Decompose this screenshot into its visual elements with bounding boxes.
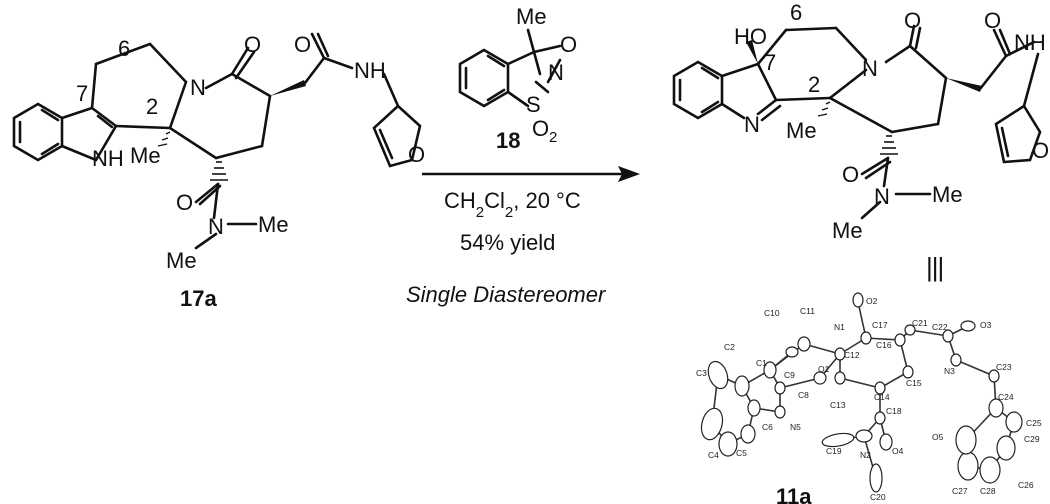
reaction-arrow <box>422 166 640 182</box>
ortep-label: C27 <box>952 486 968 496</box>
ortep-label: C28 <box>980 486 996 496</box>
reactant-atom-n-dimethyl: N <box>208 214 224 239</box>
reactant-structure: N O O NH O NH Me O N Me Me 6 7 2 17a <box>12 32 425 311</box>
ortep-label: C15 <box>906 378 922 388</box>
product-compound-label: 11a <box>776 484 812 504</box>
product-structure: HO N O O NH O N Me O N Me Me 6 7 2 ||| <box>672 0 1049 282</box>
reactant-atom-nh-indole-n: NH <box>92 146 124 171</box>
ortep-label: O4 <box>892 446 904 456</box>
ortep-label: C11 <box>800 306 815 316</box>
product-atom-o-lactam: O <box>904 8 921 33</box>
reactant-atom-o-lactam: O <box>244 32 261 57</box>
ortep-label: C21 <box>912 318 928 328</box>
reactant-num-7: 7 <box>76 81 88 106</box>
product-atom-me-quat: Me <box>786 118 817 143</box>
reagent-atom-n: N <box>548 60 564 85</box>
reagent-structure: Me O N S O 2 18 <box>458 4 577 153</box>
product-num-6: 6 <box>790 0 802 25</box>
ortep-label: O1 <box>818 364 830 374</box>
ortep-label: C16 <box>876 340 892 350</box>
ortep-label: O5 <box>932 432 944 442</box>
product-atom-me-a: Me <box>832 218 863 243</box>
condition-solvent: CH2Cl2, 20 °C <box>444 188 581 221</box>
ortep-label: N3 <box>944 366 955 376</box>
ortep-label: C3 <box>696 368 707 378</box>
ortep-label: C9 <box>784 370 795 380</box>
reactant-atom-me-b: Me <box>258 212 289 237</box>
product-num-2: 2 <box>808 72 820 97</box>
reagent-compound-label: 18 <box>496 128 520 153</box>
product-atom-o-furan: O <box>1032 138 1049 163</box>
ortep-label: C4 <box>708 450 719 460</box>
reagent-atom-s: S <box>526 92 541 117</box>
product-atom-o-carbonyl: O <box>842 162 859 187</box>
reagent-atom-o2: O <box>532 116 549 141</box>
reactant-atom-o-amide: O <box>294 32 311 57</box>
reactant-atom-n: N <box>190 75 206 100</box>
ortep-label: O3 <box>980 320 992 330</box>
ortep-label: C25 <box>1026 418 1042 428</box>
ortep-label: C24 <box>998 392 1014 402</box>
ortep-label: C17 <box>872 320 888 330</box>
ortep-label: N5 <box>790 422 801 432</box>
ortep-label: C12 <box>844 350 860 360</box>
ortep-label: C8 <box>798 390 809 400</box>
condition-yield: 54% yield <box>460 230 555 255</box>
product-atom-n-dimethyl: N <box>874 184 890 209</box>
reactant-compound-label: 17a <box>180 286 217 311</box>
reactant-num-2: 2 <box>146 94 158 119</box>
ortep-label: C10 <box>764 308 780 318</box>
ortep-label: C6 <box>762 422 773 432</box>
product-atom-n-imine: N <box>744 112 760 137</box>
ortep-label: C20 <box>870 492 886 502</box>
ortep-labels: O2 C10 C11 N1 C17 C21 C22 O3 C2 C1 C9 O1… <box>696 296 1042 502</box>
reagent-atom-o2-sub: 2 <box>549 129 557 146</box>
reactant-atom-me-quat: Me <box>130 143 161 168</box>
product-atom-ho: HO <box>734 24 767 49</box>
ortep-label: C26 <box>1018 480 1034 490</box>
crystal-structure-ortep: O2 C10 C11 N1 C17 C21 C22 O3 C2 C1 C9 O1… <box>696 292 1042 502</box>
ortep-label: C19 <box>826 446 842 456</box>
product-num-7: 7 <box>764 50 776 75</box>
reagent-atom-o: O <box>560 32 577 57</box>
reactant-atom-o-furan: O <box>408 142 425 167</box>
ortep-label: C2 <box>724 342 735 352</box>
reactant-atom-me-a: Me <box>166 248 197 273</box>
ortep-label: C18 <box>886 406 902 416</box>
ortep-label: N2 <box>860 450 871 460</box>
equivalence-symbol: ||| <box>926 252 943 282</box>
ortep-ellipsoids <box>700 292 1023 493</box>
reactant-atom-o-carbonyl: O <box>176 190 193 215</box>
ortep-label: C23 <box>996 362 1012 372</box>
product-atom-o-amide: O <box>984 8 1001 33</box>
ortep-label: C14 <box>874 392 890 402</box>
ortep-label: C1 <box>756 358 767 368</box>
reactant-atom-nh-amide: NH <box>354 58 386 83</box>
condition-selectivity: Single Diastereomer <box>406 282 607 307</box>
ortep-label: C29 <box>1024 434 1040 444</box>
reagent-atom-me: Me <box>516 4 547 29</box>
ortep-label: C22 <box>932 322 948 332</box>
ortep-label: N1 <box>834 322 845 332</box>
ortep-label: C5 <box>736 448 747 458</box>
ortep-label: O2 <box>866 296 878 306</box>
ortep-label: C13 <box>830 400 846 410</box>
product-atom-me-b: Me <box>932 182 963 207</box>
product-atom-n: N <box>862 56 878 81</box>
product-atom-nh-amide: NH <box>1014 30 1046 55</box>
reactant-num-6: 6 <box>118 36 130 61</box>
